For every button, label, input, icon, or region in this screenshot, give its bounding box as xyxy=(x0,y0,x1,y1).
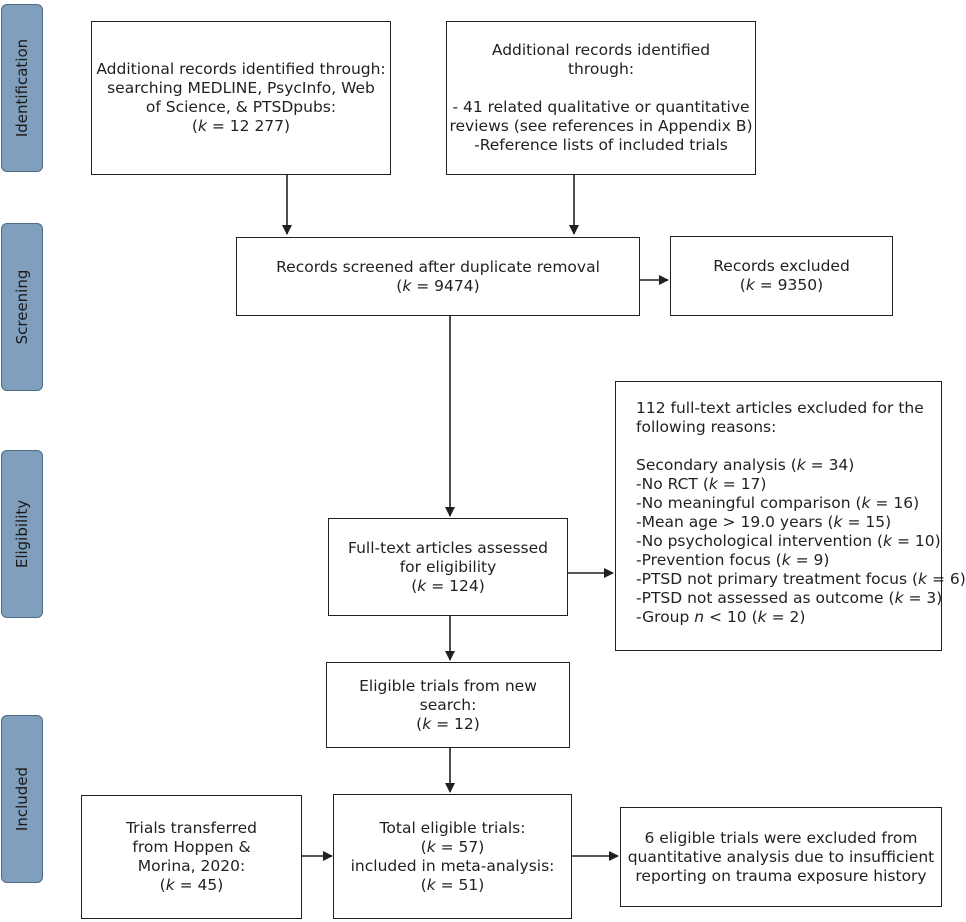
exclusion-reason-item: -PTSD not primary treatment focus (k = 6… xyxy=(636,570,966,588)
stage-included: Included xyxy=(1,715,43,883)
exclusion-reason-item: -No meaningful comparison (k = 16) xyxy=(636,494,920,512)
box-trials-transferred: Trials transferred from Hoppen & Morina,… xyxy=(81,795,302,919)
box-records-excluded: Records excluded (k = 9350) xyxy=(670,236,893,316)
exclusion-reason-item: -No psychological intervention (k = 10) xyxy=(636,532,941,550)
exclusion-reason-item: -Mean age > 19.0 years (k = 15) xyxy=(636,513,892,531)
exclusion-reason-item: -Prevention focus (k = 9) xyxy=(636,551,830,569)
exclusion-reason-item: -PTSD not assessed as outcome (k = 3) xyxy=(636,589,943,607)
box-quantitative-excluded: 6 eligible trials were excluded from qua… xyxy=(620,807,942,907)
exclusion-reason-item: -No RCT (k = 17) xyxy=(636,475,767,493)
box-database-records: Additional records identified through: s… xyxy=(91,21,391,175)
box-fulltext-assessed: Full-text articles assessed for eligibil… xyxy=(328,518,568,616)
stage-screening: Screening xyxy=(1,223,43,391)
stage-identification: Identification xyxy=(1,4,43,172)
box-records-screened: Records screened after duplicate removal… xyxy=(236,237,640,316)
exclusion-reason-item: Secondary analysis (k = 34) xyxy=(636,456,855,474)
exclusion-reasons-list: Secondary analysis (k = 34)-No RCT (k = … xyxy=(636,456,966,627)
box-other-records: Additional records identified through: -… xyxy=(446,21,756,175)
box-fulltext-excluded: 112 full-text articles excluded for the … xyxy=(615,381,966,651)
box-eligible-new-search: Eligible trials from new search: (k = 12… xyxy=(326,662,570,748)
box-total-eligible: Total eligible trials: (k = 57) included… xyxy=(333,794,572,919)
exclusion-reason-item: -Group n < 10 (k = 2) xyxy=(636,608,806,626)
stage-eligibility: Eligibility xyxy=(1,450,43,618)
